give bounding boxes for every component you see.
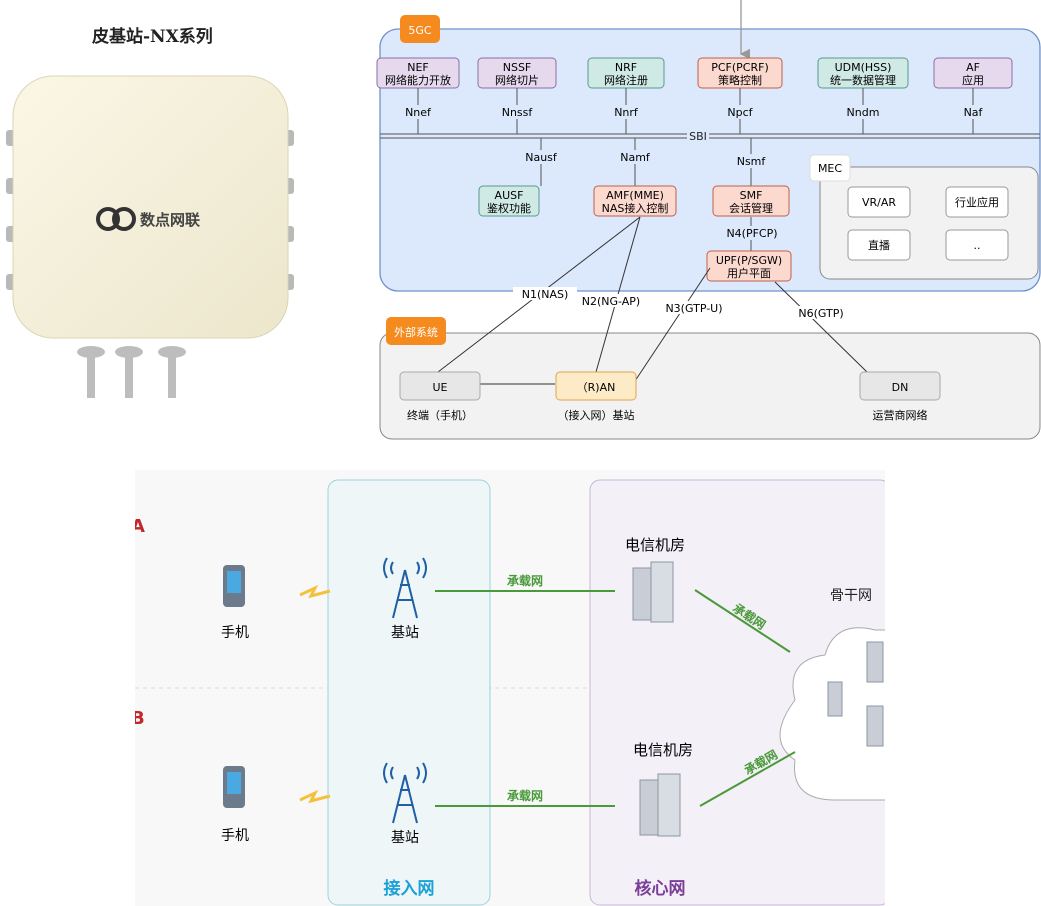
bearer-line-b2 bbox=[699, 751, 796, 807]
udm-name: UDM(HSS) bbox=[835, 61, 892, 74]
bearer-label-b: 承载网 bbox=[507, 788, 543, 803]
core-zone-label: 核心网 bbox=[635, 878, 686, 899]
bearer-line-a2 bbox=[694, 589, 791, 653]
n1-label: N1(NAS) bbox=[522, 288, 569, 301]
sbi-label: SBI bbox=[689, 130, 707, 143]
svg-text:行业应用: 行业应用 bbox=[955, 195, 999, 209]
pcf-desc: 策略控制 bbox=[718, 73, 762, 87]
5gc-badge bbox=[400, 15, 440, 43]
signal-icon-b bbox=[299, 789, 331, 804]
af-name: AF bbox=[966, 61, 980, 74]
svg-text:用户平面: 用户平面 bbox=[727, 266, 771, 280]
nrf-iface-label: Nnrf bbox=[614, 106, 639, 119]
5gc-label: 5GC bbox=[408, 24, 432, 37]
svg-text:DN: DN bbox=[892, 381, 909, 394]
nssf-iface-label: Nnssf bbox=[502, 106, 534, 119]
nef-desc: 网络能力开放 bbox=[385, 73, 451, 87]
product-title: 皮基站-NX系列 bbox=[92, 27, 213, 47]
backbone-label: 骨干网 bbox=[830, 588, 872, 604]
nssf-desc: 网络切片 bbox=[495, 73, 539, 87]
pcf-name: PCF(PCRF) bbox=[711, 61, 769, 74]
namf-label: Namf bbox=[620, 151, 651, 164]
n6-link bbox=[774, 281, 868, 373]
svg-text:AMF(MME): AMF(MME) bbox=[606, 189, 664, 202]
ran-caption: （接入网）基站 bbox=[558, 408, 635, 422]
row-a-label: A bbox=[135, 516, 145, 537]
server-icon-a bbox=[632, 561, 674, 623]
nausf-label: Nausf bbox=[525, 151, 558, 164]
svg-text:..: .. bbox=[974, 239, 981, 252]
phone-label-a: 手机 bbox=[221, 625, 249, 641]
nef-iface-label: Nnef bbox=[405, 106, 432, 119]
af-desc: 应用 bbox=[962, 73, 984, 87]
equipment-room-label-b: 电信机房 bbox=[633, 741, 693, 759]
svg-text:UPF(P/SGW): UPF(P/SGW) bbox=[716, 254, 782, 267]
base-station-icon-b bbox=[383, 762, 427, 824]
svg-text:NAS接入控制: NAS接入控制 bbox=[602, 201, 669, 215]
ausf-box bbox=[478, 185, 540, 217]
base-station-label-b: 基站 bbox=[391, 829, 419, 846]
udm-desc: 统一数据管理 bbox=[830, 73, 896, 87]
svg-text:AUSF: AUSF bbox=[495, 189, 524, 202]
bearer-label-a: 承载网 bbox=[507, 573, 543, 588]
af-iface-label: Naf bbox=[964, 106, 984, 119]
mec-container bbox=[819, 166, 1039, 280]
dn-box bbox=[859, 371, 941, 401]
nrf-name: NRF bbox=[615, 61, 637, 74]
backbone-server-icon bbox=[866, 641, 884, 683]
pico-base-station-image: 数点网联 bbox=[6, 75, 294, 398]
n3-link bbox=[632, 267, 711, 385]
ue-box bbox=[399, 371, 481, 401]
phone-icon-b bbox=[223, 766, 245, 808]
n2-label: N2(NG-AP) bbox=[582, 295, 640, 308]
external-label: 外部系统 bbox=[394, 325, 438, 339]
svg-text:鉴权功能: 鉴权功能 bbox=[487, 201, 531, 215]
row-b-label: B bbox=[135, 708, 145, 729]
svg-text:（R)AN: （R)AN bbox=[577, 381, 616, 394]
nef-name: NEF bbox=[407, 61, 429, 74]
svg-text:SMF: SMF bbox=[740, 189, 763, 202]
ue-caption: 终端（手机） bbox=[407, 408, 473, 422]
equipment-room-label-a: 电信机房 bbox=[625, 536, 685, 554]
amf-box bbox=[593, 185, 677, 217]
n4-label: N4(PFCP) bbox=[726, 227, 777, 240]
dn-caption: 运营商网络 bbox=[873, 408, 928, 422]
access-zone-label: 接入网 bbox=[384, 878, 435, 899]
svg-text:VR/AR: VR/AR bbox=[862, 196, 896, 209]
nsmf-label: Nsmf bbox=[737, 155, 767, 168]
backbone-server-icon bbox=[827, 681, 843, 717]
smf-box bbox=[712, 185, 790, 217]
external-badge bbox=[386, 317, 446, 345]
phone-label-b: 手机 bbox=[221, 828, 249, 844]
n3-label: N3(GTP-U) bbox=[665, 302, 722, 315]
nssf-name: NSSF bbox=[503, 61, 532, 74]
external-system-container bbox=[379, 332, 1041, 440]
brand-logo-text: 数点网联 bbox=[140, 211, 201, 229]
server-icon-b bbox=[639, 773, 681, 837]
signal-icon-a bbox=[299, 584, 331, 599]
svg-text:UE: UE bbox=[432, 381, 447, 394]
brand-logo-icon bbox=[96, 207, 136, 231]
access-network-zone bbox=[327, 479, 491, 906]
svg-text:会话管理: 会话管理 bbox=[729, 201, 773, 215]
mec-label: MEC bbox=[818, 162, 842, 175]
base-station-icon-a bbox=[383, 557, 427, 619]
n6-label: N6(GTP) bbox=[798, 307, 843, 320]
svg-text:直播: 直播 bbox=[868, 238, 890, 252]
access-core-network-illustration: A B 接入网 核心网 骨干网 手机 基站 承载网 电信机房 承载网 手机 基站 bbox=[135, 470, 885, 906]
pcf-iface-label: Npcf bbox=[727, 106, 753, 119]
backbone-server-icon bbox=[866, 705, 884, 747]
base-station-label-a: 基站 bbox=[391, 624, 419, 641]
ran-box bbox=[555, 371, 637, 401]
udm-iface-label: Nndm bbox=[847, 106, 880, 119]
nrf-desc: 网络注册 bbox=[604, 73, 648, 87]
phone-icon-a bbox=[223, 565, 245, 607]
upf-box bbox=[706, 250, 792, 282]
